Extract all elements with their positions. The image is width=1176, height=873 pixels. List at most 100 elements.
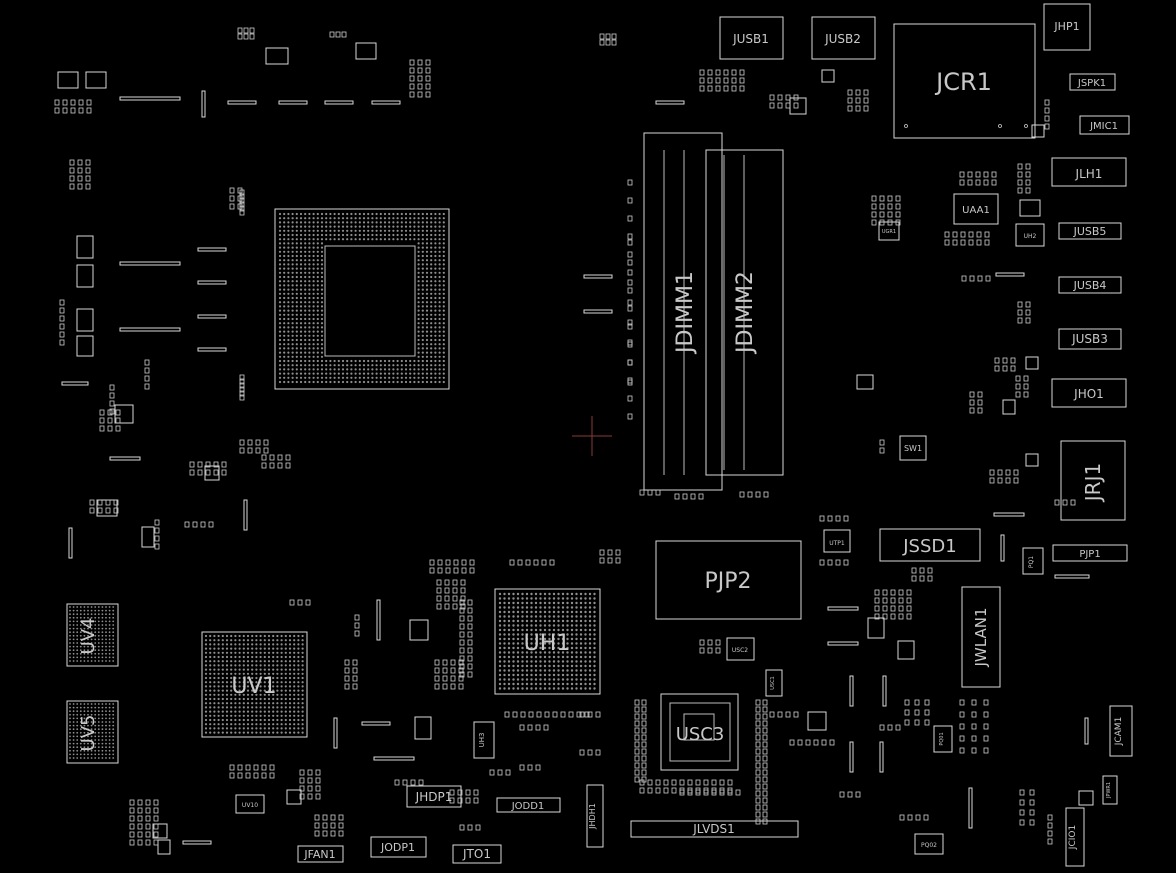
jho1-label: JHO1 [1073,387,1104,401]
smd-pad [762,720,768,727]
component-usc2[interactable]: USC2 [726,637,755,661]
component-jusb5[interactable]: JUSB5 [1058,222,1122,240]
smd-pad [330,830,336,837]
smd-pad [731,77,737,84]
smd-pad [59,331,65,338]
smd-pad [77,175,83,182]
component-ugr1[interactable]: UGR1 [878,221,900,241]
component-utp1[interactable]: UTP1 [823,529,851,553]
component-pq01[interactable]: PQ01 [933,725,953,753]
smd-pad [627,319,633,326]
component-uv10[interactable]: UV10 [235,794,265,814]
smd-pad [322,814,328,821]
component-jcr1[interactable]: JCR1 [893,23,1036,139]
smd-pad [977,391,983,398]
component-cpu-socket[interactable] [274,208,450,390]
smd-pad [755,727,761,734]
smd-pad [715,77,721,84]
component-jhp1[interactable]: JHP1 [1043,3,1091,51]
smd-pad [895,203,901,210]
component-jdimm2[interactable]: JDIMM2 [705,149,784,476]
component-jodp1[interactable]: JODP1 [370,836,427,858]
smd-pad [1029,799,1035,806]
component-jusb2[interactable]: JUSB2 [811,16,876,60]
component-jcio1[interactable]: JCIO1 [1065,807,1085,867]
component-jusb4[interactable]: JUSB4 [1058,276,1122,294]
smd-pad [417,67,423,74]
component-jwlan1[interactable]: JWLAN1 [961,586,1001,688]
smd-pad [89,499,95,506]
smd-pad [465,789,471,796]
component-jpwr1[interactable]: JPWR1 [1102,775,1118,805]
component-upi1[interactable] [897,640,915,660]
smd-pad [898,597,904,604]
smd-pad [307,785,313,792]
smd-pad [874,597,880,604]
component-jusb3[interactable]: JUSB3 [1058,328,1122,350]
component-jto1[interactable]: JTO1 [452,844,502,864]
smd-pad [69,175,75,182]
smd-pad [879,724,885,731]
component-pjp1[interactable]: PJP1 [1052,544,1128,562]
smd-pad [967,179,973,186]
component-jusb1[interactable]: JUSB1 [719,16,784,60]
smd-pad [459,599,465,606]
component-jfan1[interactable]: JFAN1 [297,845,344,863]
component-uh2[interactable]: UH2 [1015,223,1045,247]
smd-pad [639,787,645,794]
smd-pad [899,814,905,821]
component-jhdh1[interactable]: JHDH1 [586,784,604,848]
component-jlh1[interactable]: JLH1 [1051,157,1127,187]
component-uaa1[interactable]: UAA1 [953,193,999,225]
smd-pad [341,31,347,38]
component-uh3[interactable]: UH3 [473,721,495,759]
component-jdimm1[interactable]: JDIMM1 [643,132,723,491]
component-jodd1[interactable]: JODD1 [496,797,561,813]
passive-components [57,42,1094,855]
smd-pad [843,559,849,566]
component-uv1[interactable]: UV1 [201,631,308,738]
smd-pad [409,91,415,98]
smd-pad [805,739,811,746]
component-usc1[interactable]: USC1 [765,669,783,697]
smd-pad [1044,115,1050,122]
component-jho1[interactable]: JHO1 [1051,378,1127,408]
smd-pad [615,557,621,564]
component-jspk1[interactable]: JSPK1 [1069,73,1116,91]
smd-pad [105,507,111,514]
smd-pad [887,203,893,210]
smd-pad [890,613,896,620]
smd-pad [229,187,235,194]
smd-pad [847,791,853,798]
smd-pad [924,719,930,726]
component-usc3[interactable]: USC3 [660,693,739,771]
smd-pad [755,699,761,706]
smd-pad [969,399,975,406]
smd-pad [687,779,693,786]
smd-pad [755,491,761,498]
component-jhdp1[interactable]: JHDP1 [406,785,462,808]
component-sw1[interactable]: SW1 [899,435,927,461]
smd-pad [245,764,251,771]
smd-pad [994,357,1000,364]
smd-pad [1015,383,1021,390]
component-pq02[interactable]: PQ02 [914,833,944,855]
component-uv4[interactable]: UV4 [66,603,119,667]
component-uv5[interactable]: UV5 [66,700,119,764]
component-jmic1[interactable]: JMIC1 [1079,115,1130,135]
smd-pad [879,439,885,446]
smd-pad [641,741,647,748]
smd-pad [627,279,633,286]
smd-pad [1070,499,1076,506]
smd-pad [70,107,76,114]
smd-pad [97,507,103,514]
smd-pad [129,839,135,846]
component-jlvds1[interactable]: JLVDS1 [630,820,799,838]
component-jssd1[interactable]: JSSD1 [879,528,981,562]
component-uh1[interactable]: UH1 [494,588,601,695]
component-pq1[interactable]: PQ1 [1022,547,1044,575]
component-jcam1[interactable]: JCAM1 [1109,705,1133,757]
smd-pad [627,215,633,222]
component-jrj1[interactable]: JRJ1 [1060,440,1126,521]
component-pjp2[interactable]: PJP2 [655,540,802,620]
